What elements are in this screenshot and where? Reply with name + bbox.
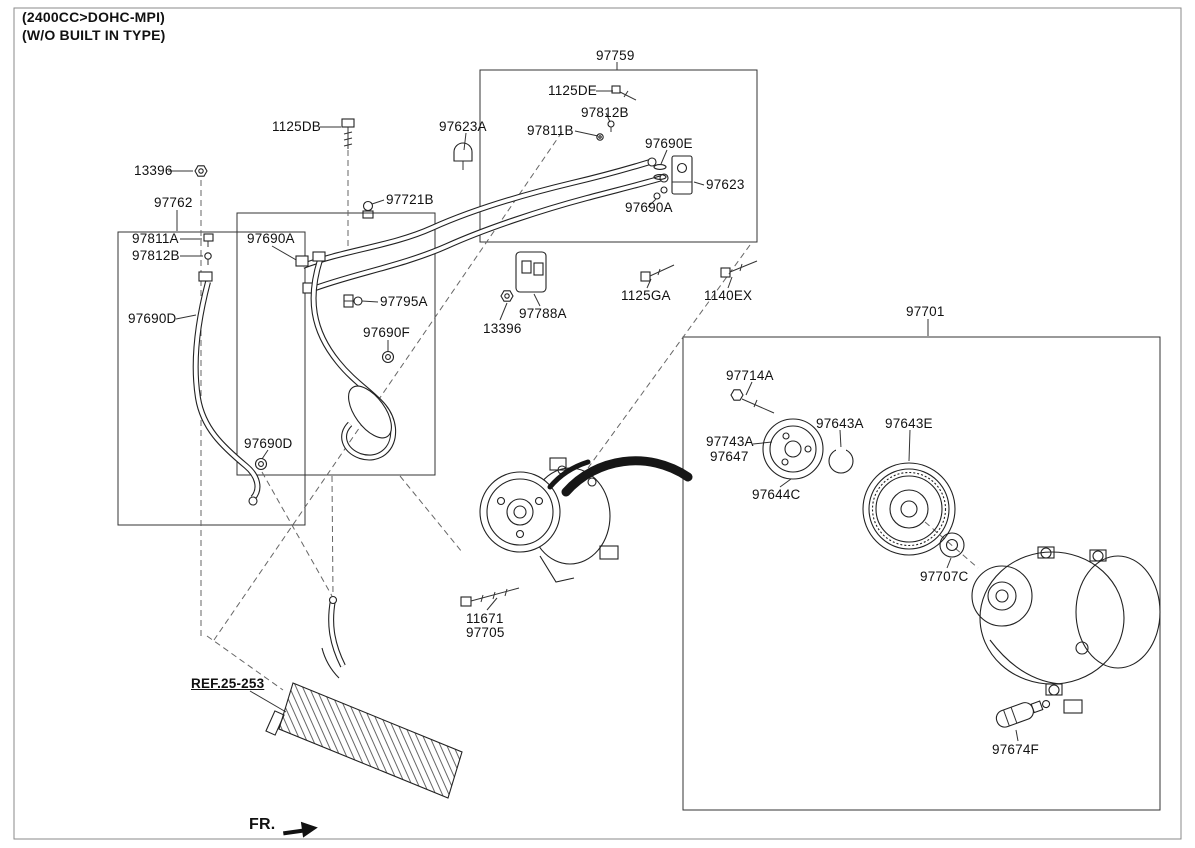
compressor-box-97701 <box>682 336 1161 811</box>
snap-ring-97643A <box>828 447 854 474</box>
expansion-valve-97623 <box>671 155 693 195</box>
part-label-97674F: 97674F <box>992 742 1039 757</box>
compressor-assembly-97701 <box>730 389 1161 728</box>
part-label-97811A: 97811A <box>132 231 179 246</box>
part-label-1140EX: 1140EX <box>704 288 753 303</box>
front-direction-label: FR. <box>249 816 276 833</box>
part-label-97690D-1: 97690D <box>128 311 177 326</box>
part-label-97743A: 97743A <box>706 434 754 449</box>
bolt-1125DE <box>611 85 637 101</box>
part-label-1125DB: 1125DB <box>272 119 321 134</box>
part-label-97643E: 97643E <box>885 416 933 431</box>
bolt-97714A <box>730 389 775 414</box>
valve-97721B <box>362 200 374 219</box>
nut-13396-left <box>194 165 208 177</box>
clamp-97795A <box>343 294 363 308</box>
control-valve-97674F <box>995 700 1051 728</box>
part-label-11671: 11671 <box>466 611 504 626</box>
bolt-11671 <box>460 587 520 607</box>
pulley-97643E <box>862 462 956 556</box>
label-leader-lines <box>168 62 1019 742</box>
part-label-97811B: 97811B <box>527 123 574 138</box>
part-label-97623: 97623 <box>706 177 745 192</box>
bearing-97707C <box>939 532 965 558</box>
fasteners-upper <box>194 85 758 471</box>
clutch-disc-97644C <box>762 418 824 480</box>
nut-13396-center <box>500 290 514 302</box>
part-label-97690A-1: 97690A <box>247 231 295 246</box>
part-label-13396-1: 13396 <box>134 163 173 178</box>
bolt-1125GA <box>640 264 675 282</box>
part-label-97690E: 97690E <box>645 136 693 151</box>
part-label-97788A: 97788A <box>519 306 567 321</box>
part-label-97690A-2: 97690A <box>625 200 673 215</box>
cap-97811A <box>203 233 214 247</box>
oring-97690E <box>653 164 667 180</box>
build-type-label: (W/O BUILT IN TYPE) <box>22 27 166 43</box>
part-label-1125GA: 1125GA <box>621 288 671 303</box>
part-label-97707C: 97707C <box>920 569 969 584</box>
part-label-97714A: 97714A <box>726 368 774 383</box>
part-label-97795A: 97795A <box>380 294 428 309</box>
part-label-13396-2: 13396 <box>483 321 522 336</box>
assembly-dashed-lines <box>200 131 979 691</box>
clamp-97623A <box>453 142 473 170</box>
bolt-1125DB <box>341 118 355 149</box>
part-label-97762: 97762 <box>154 195 193 210</box>
hose-assembly-box <box>236 212 436 476</box>
part-label-97690F: 97690F <box>363 325 410 340</box>
condenser-ref-label: REF.25-253 <box>191 676 265 691</box>
part-label-97701: 97701 <box>906 304 945 319</box>
part-label-97690D-2: 97690D <box>244 436 293 451</box>
compressor-center-97705 <box>460 456 693 607</box>
grommet-97812B-left <box>204 252 212 265</box>
hose-assembly-box-97762 <box>117 231 306 526</box>
oring-97690A-right <box>653 186 668 200</box>
compressor-body <box>971 546 1161 714</box>
ac-pipe-assembly <box>295 157 669 294</box>
bracket-97788A <box>515 251 547 293</box>
condenser-ref <box>265 595 463 799</box>
part-label-97812B-2: 97812B <box>132 248 180 263</box>
engine-spec-label: (2400CC>DOHC-MPI) <box>22 9 166 25</box>
grommet-97811B <box>596 133 604 141</box>
part-label-97759: 97759 <box>596 48 635 63</box>
part-label-97705: 97705 <box>466 625 505 640</box>
diagram-border <box>13 7 1182 840</box>
suction-hose-loop <box>310 251 397 461</box>
fr-direction-arrow <box>283 821 318 838</box>
part-label-97644C: 97644C <box>752 487 801 502</box>
liquid-hose-97762 <box>192 271 261 506</box>
oring-97690D <box>254 457 268 471</box>
bolt-1140EX <box>720 260 758 278</box>
pipe-assembly-box-97759 <box>479 69 758 243</box>
part-label-97623A: 97623A <box>439 119 487 134</box>
part-label-97643A: 97643A <box>816 416 864 431</box>
part-label-97647: 97647 <box>710 449 749 464</box>
reference-boxes <box>117 69 1161 811</box>
part-label-97721B: 97721B <box>386 192 434 207</box>
part-label-1125DE: 1125DE <box>548 83 597 98</box>
oring-97690F <box>381 350 395 364</box>
grommet-97812B-top <box>607 120 615 132</box>
part-label-97812B-1: 97812B <box>581 105 629 120</box>
